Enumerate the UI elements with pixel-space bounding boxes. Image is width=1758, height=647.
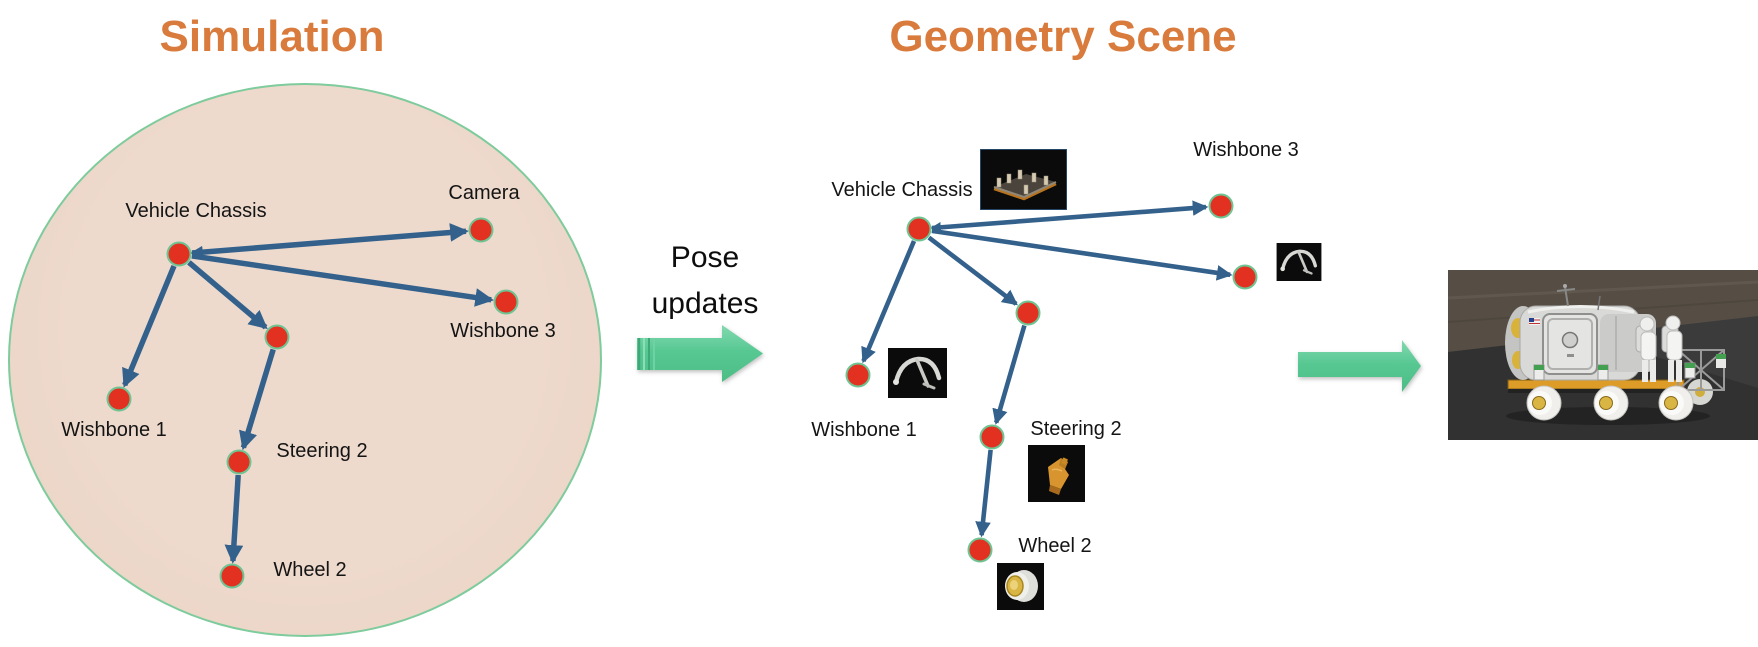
geo-node-steering2 [979, 424, 1005, 450]
geometry-scene-title: Geometry Scene [889, 12, 1237, 61]
simulation-title: Simulation [159, 12, 385, 61]
sim-edge-chassis-to-joint [187, 260, 268, 330]
geo-label-vehicle-chassis: Vehicle Chassis [831, 179, 973, 201]
sim-node-joint [264, 324, 290, 350]
sim-node-wishbone1 [106, 386, 132, 412]
sim-edge-joint-to-steering2 [239, 348, 276, 451]
wishbone-3d-thumbnail [888, 348, 947, 398]
geo-node-wishbone3-lower [1232, 264, 1258, 290]
sim-edge-chassis-to-wishbone3 [191, 253, 494, 307]
geo-label-steering2: Steering 2 [1030, 418, 1122, 440]
geo-edge-steering2-to-wheel2 [975, 449, 993, 538]
sim-label-vehicle-chassis: Vehicle Chassis [125, 200, 267, 222]
geo-label-wishbone1: Wishbone 1 [811, 419, 917, 441]
pose-updates-arrow [637, 325, 763, 382]
sim-edge-chassis-to-wishbone1 [122, 264, 177, 388]
sim-node-camera [468, 217, 494, 243]
pose-updates-label: Pose updates [652, 235, 759, 327]
sim-label-wishbone3: Wishbone 3 [450, 320, 556, 342]
geo-label-wishbone3: Wishbone 3 [1193, 139, 1299, 161]
geo-node-wishbone3-upper [1208, 193, 1234, 219]
sim-label-camera: Camera [448, 182, 520, 204]
sim-node-vehicle-chassis [166, 241, 192, 267]
sim-label-steering2: Steering 2 [276, 440, 368, 462]
geo-node-joint [1015, 300, 1041, 326]
lunar-rover-render-image [1448, 270, 1758, 440]
geo-edge-chassis-to-wishbone3-upper [930, 200, 1209, 233]
pose-updates-line2: updates [651, 287, 759, 320]
simulation-boundary-ellipse [8, 83, 602, 637]
sim-node-wheel2 [219, 563, 245, 589]
geo-node-wishbone1 [845, 362, 871, 388]
geo-node-vehicle-chassis [906, 216, 932, 242]
geo-edge-chassis-to-wishbone1 [861, 240, 917, 364]
wheel-3d-thumbnail [997, 563, 1044, 610]
render-arrow [1298, 340, 1421, 392]
geo-edge-chassis-to-wishbone3-lower [931, 228, 1233, 281]
chassis-3d-thumbnail [980, 149, 1067, 210]
sim-label-wishbone1: Wishbone 1 [61, 419, 167, 441]
pose-updates-line1: Pose [670, 241, 740, 274]
geo-node-wheel2 [967, 537, 993, 563]
sim-edge-steering2-to-wheel2 [224, 474, 244, 564]
geo-label-wheel2: Wheel 2 [1018, 535, 1092, 557]
geo-edge-chassis-to-joint [927, 235, 1018, 306]
wishbone-3d-thumbnail [1276, 243, 1322, 281]
sim-node-steering2 [226, 449, 252, 475]
sim-label-wheel2: Wheel 2 [273, 559, 347, 581]
steering-3d-thumbnail [1028, 445, 1085, 502]
sim-edge-chassis-to-camera [190, 223, 469, 259]
sim-node-wishbone3 [493, 289, 519, 315]
geo-edge-joint-to-steering2 [992, 324, 1027, 425]
